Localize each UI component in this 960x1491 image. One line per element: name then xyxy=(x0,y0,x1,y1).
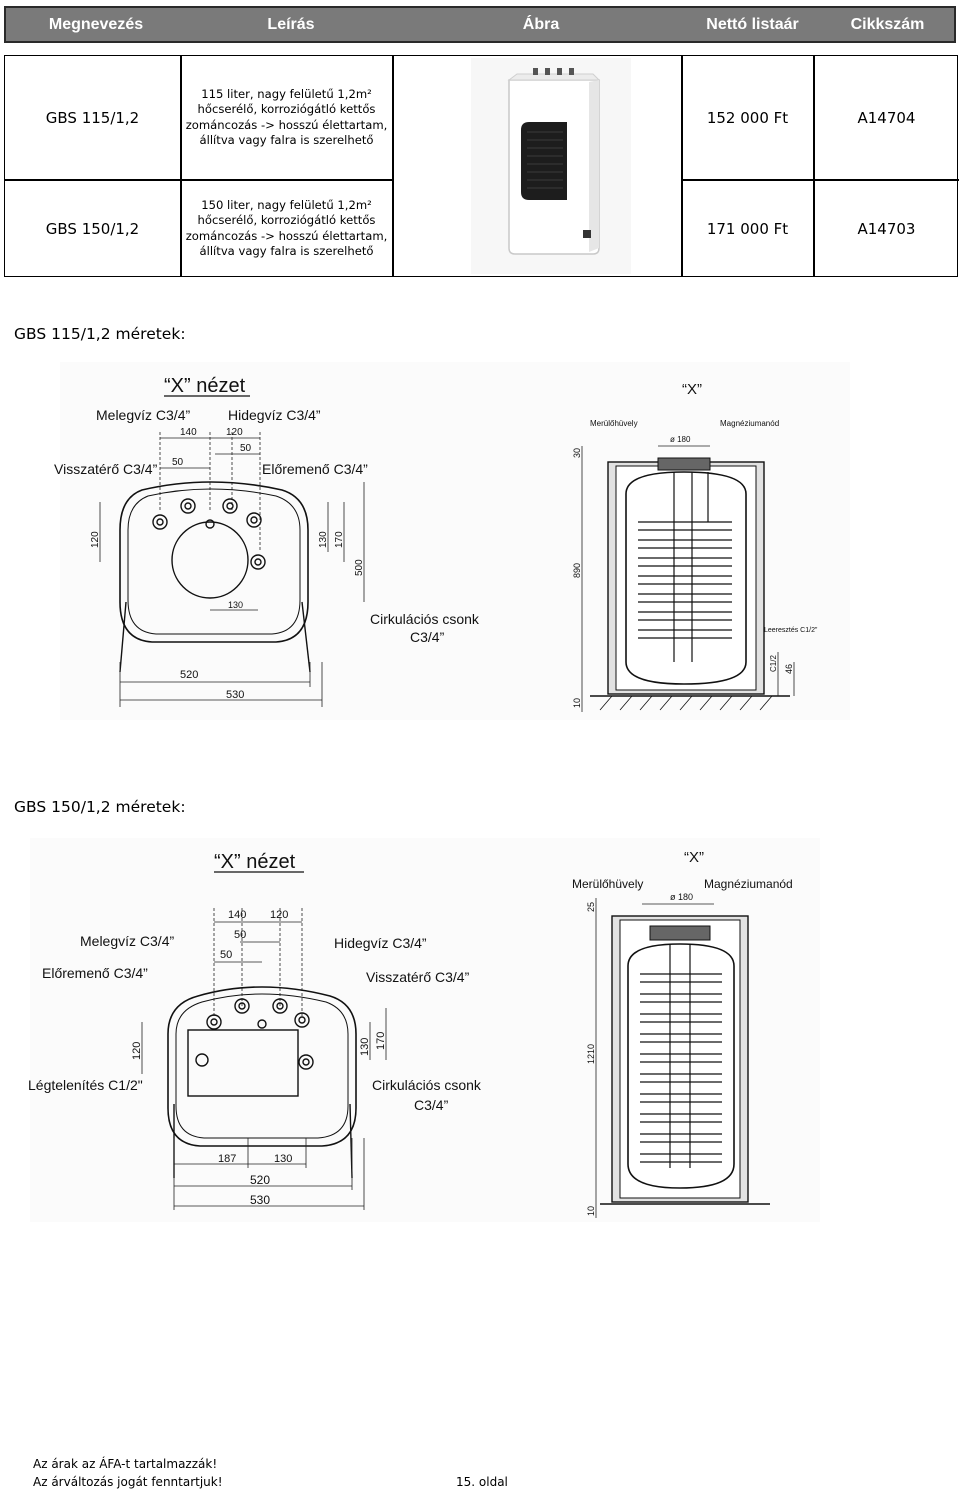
label-visszatero: Visszatérő C3/4” xyxy=(54,461,158,477)
dim-10: 10 xyxy=(586,1206,596,1216)
label-magnezium: Magnéziumanód xyxy=(720,419,779,428)
description-line: zománcozás -> hosszú élettartam, xyxy=(185,228,388,243)
boiler-image xyxy=(471,58,631,274)
product-description: 150 liter, nagy felületű 1,2m² hőcserélő… xyxy=(181,180,392,277)
label-cirkulacios-size: C3/4” xyxy=(414,1097,449,1113)
dim-30: 30 xyxy=(572,448,582,458)
dim-500: 500 xyxy=(354,559,365,576)
label-leeresztes: Leeresztés C1/2” xyxy=(764,627,818,634)
dim-530: 530 xyxy=(250,1193,270,1207)
dim-diameter-180: ø 180 xyxy=(670,892,693,902)
dim-530: 530 xyxy=(226,689,244,701)
dim-890: 890 xyxy=(572,563,582,578)
view-title: “X” nézet xyxy=(214,851,296,873)
view-title: “X” nézet xyxy=(164,375,246,397)
label-legtelenites: Légtelenítés C1/2" xyxy=(28,1077,143,1093)
dim-50: 50 xyxy=(172,457,184,468)
label-visszatero: Visszatérő C3/4” xyxy=(366,969,470,985)
description-line: állítva vagy falra is szerelhető xyxy=(199,244,374,258)
dim-46: 46 xyxy=(784,664,794,674)
dim-diameter-180: ø 180 xyxy=(670,435,691,444)
product-price: 171 000 Ft xyxy=(706,219,789,238)
dim-130: 130 xyxy=(274,1153,292,1165)
product-name: GBS 150/1,2 xyxy=(45,219,140,238)
product-table: GBS 115/1,2 115 liter, nagy felületű 1,2… xyxy=(4,55,959,277)
description-line: 150 liter, nagy felületű 1,2m² xyxy=(201,197,372,212)
x-marker: “X” xyxy=(682,381,702,398)
dim-50: 50 xyxy=(220,949,232,961)
dim-170: 170 xyxy=(375,1032,387,1050)
product-description: 115 liter, nagy felületű 1,2m² hőcserélő… xyxy=(181,56,392,179)
label-hidegviz: Hidegvíz C3/4” xyxy=(334,935,427,951)
description-line: hőcserélő, korroziógátló kettős xyxy=(197,102,376,116)
label-eloremeno: Előremenő C3/4” xyxy=(42,965,148,981)
header-net-price: Nettó listaár xyxy=(706,16,799,33)
description-line: állítva vagy falra is szerelhető xyxy=(199,133,374,147)
label-cirkulacios: Cirkulációs csonk xyxy=(370,611,480,627)
dim-c12: C1/2 xyxy=(769,655,778,672)
product-code: A14703 xyxy=(857,219,916,238)
label-cirkulacios: Cirkulációs csonk xyxy=(372,1077,482,1093)
dim-520: 520 xyxy=(180,669,198,681)
description-line: hőcserélő, korroziógátló kettős xyxy=(197,213,376,227)
dim-130: 130 xyxy=(318,531,329,548)
dim-1210: 1210 xyxy=(586,1044,596,1064)
header-item-number: Cikkszám xyxy=(850,16,925,33)
product-name: GBS 115/1,2 xyxy=(45,108,140,127)
footer-vat-note: Az árak az ÁFA-t tartalmazzák! xyxy=(33,1457,218,1471)
table-header: Megnevezés Leírás Ábra Nettó listaár Cik… xyxy=(4,6,956,43)
label-cirkulacios-size: C3/4” xyxy=(410,629,445,645)
product-price: 152 000 Ft xyxy=(706,108,789,127)
label-merulohuvely: Merülőhüvely xyxy=(572,877,643,891)
section-title-gbs150: GBS 150/1,2 méretek: xyxy=(14,798,186,816)
dim-120: 120 xyxy=(90,531,101,548)
dim-140: 140 xyxy=(180,427,197,438)
x-marker: “X” xyxy=(684,849,704,866)
header-name: Megnevezés xyxy=(48,16,144,33)
label-merulohuvely: Merülőhüvely xyxy=(590,419,638,428)
technical-drawing-gbs150: “X” nézet Melegvíz C3/4” Előremenő C3/4”… xyxy=(28,838,820,1222)
dim-130: 130 xyxy=(228,600,243,610)
description-line: 115 liter, nagy felületű 1,2m² xyxy=(201,86,372,101)
footer-price-change-note: Az árváltozás jogát fenntartjuk! xyxy=(33,1475,223,1489)
dim-25: 25 xyxy=(586,902,596,912)
section-title-gbs115: GBS 115/1,2 méretek: xyxy=(14,325,186,343)
technical-drawing-gbs115: “X” nézet Melegvíz C3/4” Hidegvíz C3/4” … xyxy=(54,362,850,720)
label-magnezium: Magnéziumanód xyxy=(704,877,793,891)
dim-50: 50 xyxy=(234,929,246,941)
dim-130: 130 xyxy=(359,1038,371,1056)
dim-120: 120 xyxy=(270,909,288,921)
dim-120: 120 xyxy=(131,1042,143,1060)
dim-170: 170 xyxy=(334,531,345,548)
label-hidegviz: Hidegvíz C3/4” xyxy=(228,407,321,423)
label-melegviz: Melegvíz C3/4” xyxy=(96,407,190,423)
dim-120: 120 xyxy=(226,427,243,438)
dim-10: 10 xyxy=(572,698,582,708)
header-figure: Ábra xyxy=(522,16,560,33)
label-melegviz: Melegvíz C3/4” xyxy=(80,933,174,949)
label-eloremeno: Előremenő C3/4” xyxy=(262,461,368,477)
dim-187: 187 xyxy=(218,1153,236,1165)
header-description: Leírás xyxy=(267,16,315,33)
description-line: zománcozás -> hosszú élettartam, xyxy=(185,117,388,132)
dim-140: 140 xyxy=(228,909,246,921)
dim-50: 50 xyxy=(240,443,252,454)
product-code: A14704 xyxy=(857,108,916,127)
page-number: 15. oldal xyxy=(456,1475,508,1489)
dim-520: 520 xyxy=(250,1173,270,1187)
